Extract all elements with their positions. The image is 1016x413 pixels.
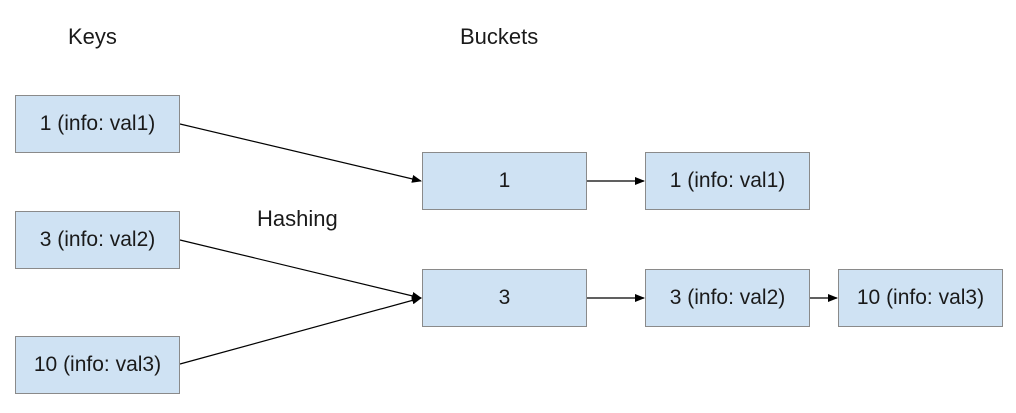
bucket-node: 1	[422, 152, 587, 210]
key-node: 1 (info: val1)	[15, 95, 180, 153]
hash-edge-key-1-to-bucket-1	[179, 123, 422, 183]
buckets-header: Buckets	[460, 24, 539, 49]
keys-header: Keys	[68, 24, 117, 49]
key-node: 3 (info: val2)	[15, 211, 180, 269]
hash-edge-key-10-to-bucket-3	[179, 296, 422, 365]
chain-entry-node: 3 (info: val2)	[645, 269, 810, 327]
chain-entry-node: 1 (info: val1)	[645, 152, 810, 210]
hash-edge-key-3-to-bucket-3	[179, 239, 422, 300]
chain-entry-node: 10 (info: val3)	[838, 269, 1003, 327]
hashing-label: Hashing	[257, 206, 338, 231]
bucket-node: 3	[422, 269, 587, 327]
key-node: 10 (info: val3)	[15, 336, 180, 394]
